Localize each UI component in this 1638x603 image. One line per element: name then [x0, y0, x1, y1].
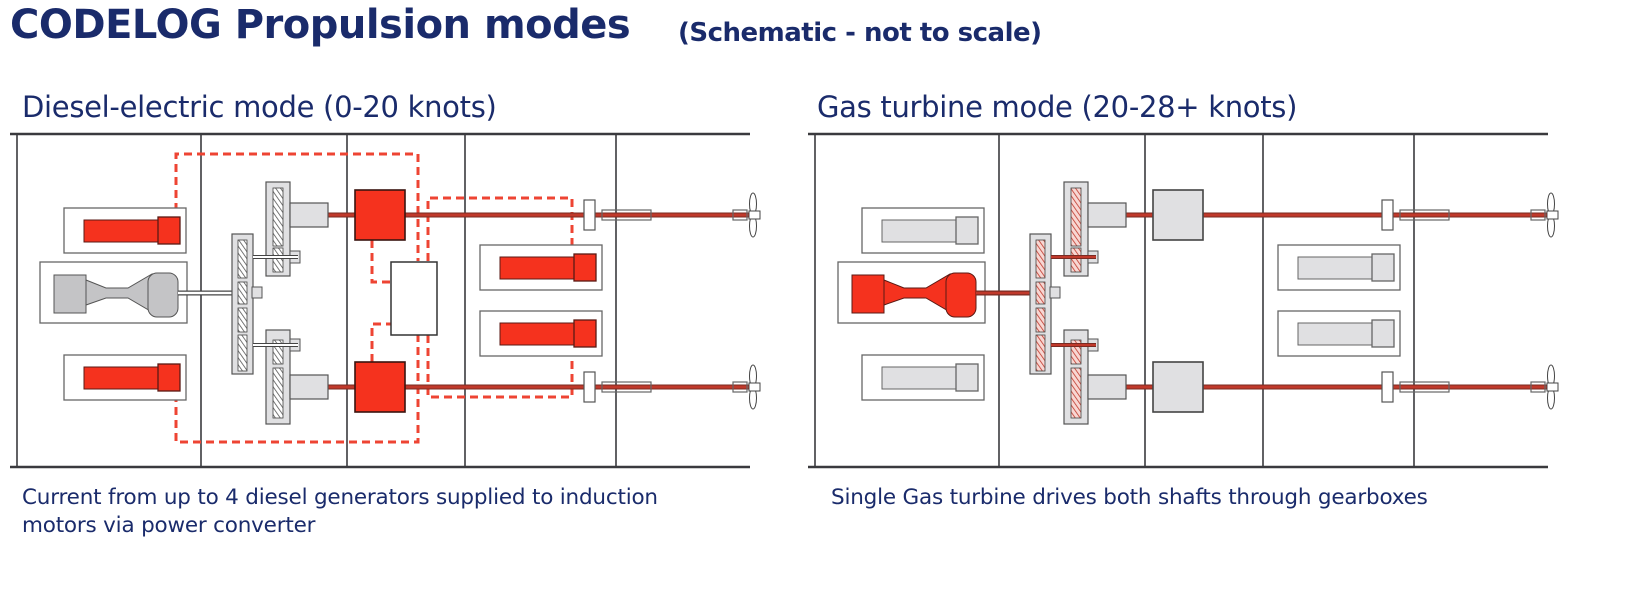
power-cable: [174, 152, 420, 261]
shaft-bracket: [1530, 209, 1546, 221]
stern-tube: [1399, 209, 1450, 221]
caption-line: motors via power converter: [22, 513, 316, 538]
gear-hatching: [1070, 339, 1082, 365]
electric-motor: [354, 189, 406, 241]
diesel-engine: [881, 219, 961, 243]
gear-hatching: [237, 307, 248, 333]
gear-hatching: [272, 367, 284, 419]
shaft-bracket: [732, 381, 748, 393]
gear-hatching: [1035, 239, 1046, 279]
panel-title-diesel-electric: Diesel-electric mode (0-20 knots): [22, 90, 497, 124]
power-cable: [370, 240, 391, 284]
electric-motor: [354, 361, 406, 413]
gear-hatching: [1035, 307, 1046, 333]
page-subtitle: (Schematic - not to scale): [678, 18, 1042, 48]
thrust-block: [1381, 199, 1394, 231]
propeller-hub: [748, 210, 761, 220]
gearbox-output-housing: [1087, 202, 1127, 228]
diesel-engine: [1297, 256, 1377, 280]
gear-hatching: [272, 339, 284, 365]
gear-hatching: [237, 334, 248, 372]
diesel-electric-diagram: [10, 132, 761, 469]
generator-unit: [157, 216, 181, 245]
generator-unit: [157, 363, 181, 392]
propeller-hub: [1546, 210, 1559, 220]
gearbox-output-housing: [1087, 374, 1127, 400]
generator-unit: [573, 319, 597, 348]
propeller-hub: [748, 382, 761, 392]
caption-line: Current from up to 4 diesel generators s…: [22, 485, 658, 510]
gas-turbine-exhaust: [945, 272, 977, 318]
shaft-bracket: [1530, 381, 1546, 393]
generator-unit: [1371, 319, 1395, 348]
gear-hatching: [1070, 247, 1082, 273]
electric-motor: [1152, 189, 1204, 241]
caption-line: Single Gas turbine drives both shafts th…: [831, 485, 1428, 510]
thrust-block: [583, 371, 596, 403]
diesel-engine: [1297, 322, 1377, 346]
gear-hatching: [1070, 187, 1082, 247]
gear-hatching: [1035, 281, 1046, 305]
page-title: CODELOG Propulsion modes: [10, 2, 631, 48]
generator-unit: [955, 363, 979, 392]
gear-bearing: [251, 286, 263, 299]
diesel-engine: [83, 366, 163, 390]
gear-hatching: [1035, 334, 1046, 372]
caption-gas-turbine: Single Gas turbine drives both shafts th…: [831, 484, 1428, 512]
generator-unit: [955, 216, 979, 245]
gear-hatching: [272, 187, 284, 247]
propeller-hub: [1546, 382, 1559, 392]
gearbox-output-housing: [289, 202, 329, 228]
gear-hatching: [237, 281, 248, 305]
gas-turbine-intake: [851, 274, 885, 314]
thrust-block: [1381, 371, 1394, 403]
gear-hatching: [1070, 367, 1082, 419]
stern-tube: [601, 381, 652, 393]
gearbox-output-housing: [289, 374, 329, 400]
panel-title-gas-turbine: Gas turbine mode (20-28+ knots): [817, 90, 1298, 124]
electric-motor: [1152, 361, 1204, 413]
stern-tube: [601, 209, 652, 221]
power-cable: [426, 335, 574, 399]
gas-turbine-intake: [53, 274, 87, 314]
gear-bearing: [1049, 286, 1061, 299]
generator-unit: [573, 253, 597, 282]
gear-hatching: [237, 239, 248, 279]
caption-diesel-electric: Current from up to 4 diesel generators s…: [22, 484, 658, 540]
diesel-engine: [499, 256, 579, 280]
thrust-block: [583, 199, 596, 231]
generator-unit: [1371, 253, 1395, 282]
shaft-bracket: [732, 209, 748, 221]
diesel-engine: [881, 366, 961, 390]
stern-tube: [1399, 381, 1450, 393]
power-converter: [390, 261, 438, 336]
gas-turbine-exhaust: [147, 272, 179, 318]
power-cable: [426, 196, 574, 261]
power-cable: [370, 322, 391, 362]
diesel-engine: [83, 219, 163, 243]
diesel-engine: [499, 322, 579, 346]
gear-hatching: [272, 247, 284, 273]
gas-turbine-diagram: [808, 132, 1559, 469]
